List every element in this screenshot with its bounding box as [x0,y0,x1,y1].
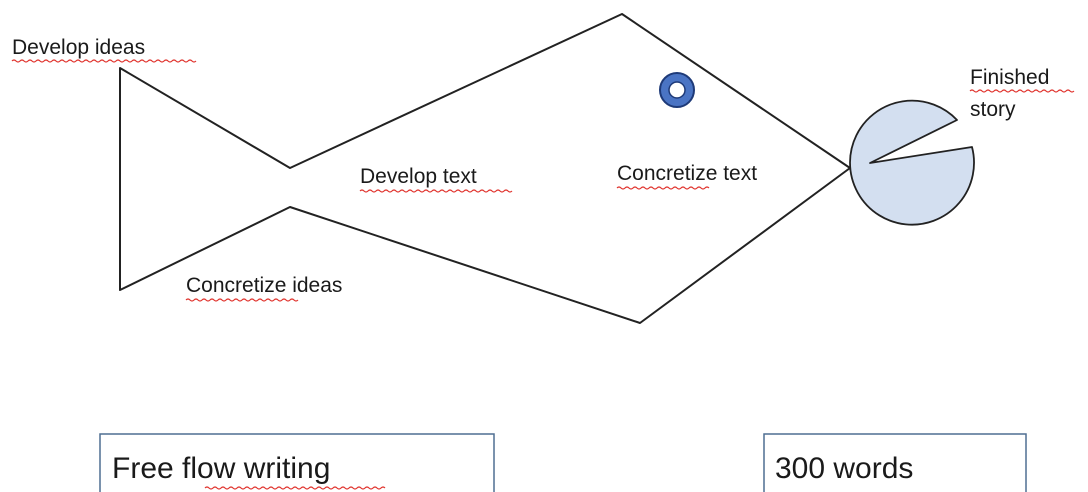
word-count-text: 300 words [775,452,913,485]
spellcheck-underline [969,89,1075,93]
bubble-text-line2: story [970,98,1016,121]
spellcheck-underline [616,186,710,190]
label-develop-ideas: Develop ideas [12,36,145,59]
spellcheck-underline [204,486,386,490]
spellcheck-underline [185,298,299,302]
spellcheck-underline [359,189,513,193]
word-count-box [763,433,1027,492]
fish-eye-pupil [668,81,686,99]
finished-story-bubble [849,99,975,226]
label-concretize-text: Concretize text [617,162,757,185]
label-develop-text: Develop text [360,165,477,188]
free-flow-writing-box [99,433,495,492]
bubble-text-line1: Finished [970,66,1049,89]
free-flow-writing-text: Free flow writing [112,452,330,485]
fish-outline [119,13,851,324]
spellcheck-underline [11,59,197,63]
label-concretize-ideas: Concretize ideas [186,274,342,297]
